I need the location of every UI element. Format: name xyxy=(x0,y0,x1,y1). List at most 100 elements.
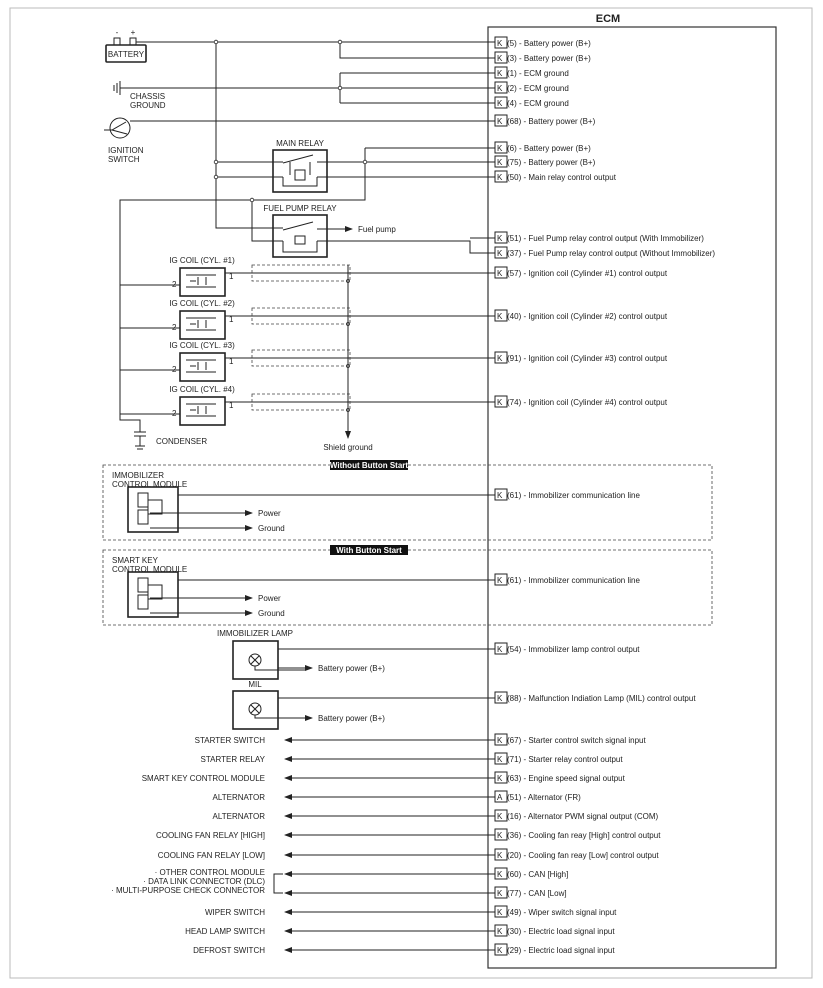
ecm-pin: K(5) - Battery power (B+) xyxy=(494,36,591,49)
pin-connector: K xyxy=(497,312,503,321)
pin-label: (36) - Cooling fan reay [High] control o… xyxy=(507,831,661,840)
pin-connector-box xyxy=(494,36,508,49)
pin-label: (88) - Malfunction Indiation Lamp (MIL) … xyxy=(507,694,696,703)
pin-connector-box xyxy=(494,246,508,259)
junction xyxy=(213,174,219,180)
pin-connector-box xyxy=(494,351,508,364)
pin-label: (91) - Ignition coil (Cylinder #3) contr… xyxy=(507,354,668,363)
pin-connector: K xyxy=(497,158,503,167)
ecm-pin: K(2) - ECM ground xyxy=(494,81,569,94)
pin-connector-box xyxy=(494,51,508,64)
pin-label: (51) - Fuel Pump relay control output (W… xyxy=(507,234,704,243)
pin-label: (5) - Battery power (B+) xyxy=(507,39,591,48)
pin-connector-box xyxy=(494,141,508,154)
ecm-pin: K(49) - Wiper switch signal input xyxy=(494,905,617,918)
pin-label: (2) - ECM ground xyxy=(507,84,569,93)
pin-label: (60) - CAN [High] xyxy=(507,870,568,879)
fuel-pump-relay xyxy=(272,214,328,258)
mil-lamp xyxy=(232,690,279,730)
ecm-pin: K(60) - CAN [High] xyxy=(494,867,568,880)
pin-connector-box xyxy=(494,170,508,183)
junction xyxy=(249,197,255,203)
left-device-label: STARTER SWITCH xyxy=(195,736,266,745)
pin-connector-box xyxy=(494,395,508,408)
power-label: Power xyxy=(258,594,281,603)
shield xyxy=(251,307,351,325)
left-device-label: HEAD LAMP SWITCH xyxy=(185,927,265,936)
ground-label: Ground xyxy=(258,609,285,618)
pin-connector-box xyxy=(494,66,508,79)
pin-connector-box xyxy=(494,155,508,168)
pin-connector: K xyxy=(497,694,503,703)
left-device-label: WIPER SWITCH xyxy=(205,908,265,917)
pin-connector: K xyxy=(497,812,503,821)
control-module xyxy=(127,486,179,533)
pin-connector-box xyxy=(494,752,508,765)
junction xyxy=(337,85,343,91)
ecm-pin: K(1) - ECM ground xyxy=(494,66,569,79)
ground-label: Ground xyxy=(258,524,285,533)
condenser-label: CONDENSER xyxy=(156,437,207,446)
left-device-label: COOLING FAN RELAY [HIGH] xyxy=(156,831,265,840)
ecm-box xyxy=(487,26,777,969)
ig-coil-3: IG COIL (CYL. #3)21 xyxy=(120,341,495,382)
coil-pin-right: 1 xyxy=(229,272,234,281)
pin-connector: K xyxy=(497,398,503,407)
pin-label: (75) - Battery power (B+) xyxy=(507,158,596,167)
power-label: Power xyxy=(258,509,281,518)
pin-connector: K xyxy=(497,491,503,500)
pin-connector: K xyxy=(497,889,503,898)
ecm-pin: K(77) - CAN [Low] xyxy=(494,886,567,899)
ecm-pin: K(91) - Ignition coil (Cylinder #3) cont… xyxy=(494,351,668,364)
ig-coil-label: IG COIL (CYL. #4) xyxy=(169,385,235,394)
pin-label: (57) - Ignition coil (Cylinder #1) contr… xyxy=(507,269,668,278)
ecm-pin: K(50) - Main relay control output xyxy=(494,170,617,183)
ecm-pin: K(30) - Electric load signal input xyxy=(494,924,615,937)
pin-label: (54) - Immobilizer lamp control output xyxy=(507,645,640,654)
ecm-pin: K(16) - Alternator PWM signal output (CO… xyxy=(494,809,658,822)
pin-connector-box xyxy=(494,848,508,861)
pin-label: (6) - Battery power (B+) xyxy=(507,144,591,153)
main-relay xyxy=(272,149,328,193)
pin-label: (74) - Ignition coil (Cylinder #4) contr… xyxy=(507,398,668,407)
ecm-pin: K(68) - Battery power (B+) xyxy=(494,114,596,127)
ig-coil-box xyxy=(179,396,226,426)
mil-supply: Battery power (B+) xyxy=(318,714,385,723)
pin-connector: K xyxy=(497,249,503,258)
immobilizer-lamp-supply: Battery power (B+) xyxy=(318,664,385,673)
junction xyxy=(213,39,219,45)
left-device-label: ALTERNATOR xyxy=(213,793,266,802)
mil-label: MIL xyxy=(248,680,262,689)
ecm-pin: K(71) - Starter relay control output xyxy=(494,752,623,765)
shield xyxy=(251,349,351,367)
ecm-pin: K(36) - Cooling fan reay [High] control … xyxy=(494,828,661,841)
pin-connector: K xyxy=(497,99,503,108)
outer-frame xyxy=(9,7,813,979)
shield xyxy=(251,264,351,282)
ecm-pin: K (4) - ECM ground xyxy=(494,96,569,109)
ig-coil-1: IG COIL (CYL. #1)21 xyxy=(120,256,495,297)
pin-connector: K xyxy=(497,144,503,153)
pin-label: (61) - Immobilizer communication line xyxy=(507,576,640,585)
pin-label: (37) - Fuel Pump relay control output (W… xyxy=(507,249,715,258)
pin-label: (68) - Battery power (B+) xyxy=(507,117,596,126)
ecm-pin: K(40) - Ignition coil (Cylinder #2) cont… xyxy=(494,309,668,322)
immobilizer-lamp xyxy=(232,640,279,680)
left-device-label: SMART KEY CONTROL MODULE xyxy=(142,774,265,783)
ig-coil-box xyxy=(179,267,226,297)
pin-connector-box xyxy=(494,309,508,322)
pin-connector-box xyxy=(494,642,508,655)
battery-label: BATTERY xyxy=(108,50,145,59)
pin-connector: K xyxy=(497,54,503,63)
pin-label: (4) - ECM ground xyxy=(507,99,569,108)
can-device-label: · DATA LINK CONNECTOR (DLC) xyxy=(143,877,265,886)
pin-connector-box xyxy=(494,771,508,784)
ig-coil-label: IG COIL (CYL. #1) xyxy=(169,256,235,265)
pin-label: (61) - Immobilizer communication line xyxy=(507,491,640,500)
